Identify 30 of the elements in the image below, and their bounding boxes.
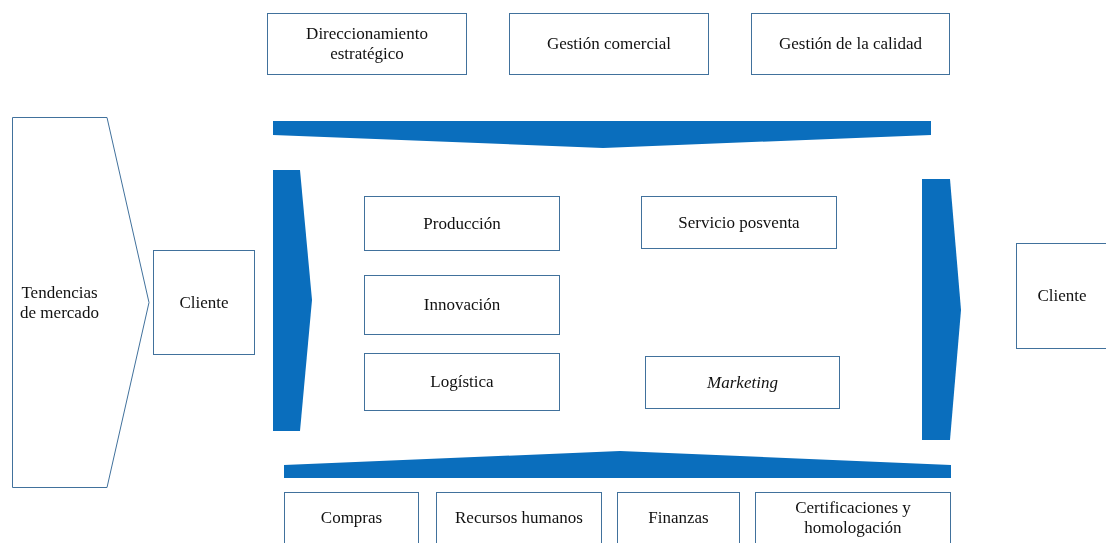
- pentagon-arrow-box: [12, 117, 150, 488]
- box-label: Compras: [319, 508, 384, 528]
- process-box: [641, 196, 837, 249]
- box-label: Certificaciones y homologación: [794, 498, 912, 538]
- process-box: [645, 356, 840, 409]
- process-box: [751, 13, 950, 75]
- box-label: Gestión comercial: [545, 34, 673, 54]
- box-label: Marketing: [706, 372, 779, 393]
- process-box: [153, 250, 255, 355]
- process-box: [364, 196, 560, 251]
- box-label: Tendencias de mercado: [19, 282, 100, 323]
- box-label: Innovación: [422, 295, 502, 315]
- process-box: [617, 492, 740, 543]
- process-box: [284, 492, 419, 543]
- process-box: [755, 492, 951, 543]
- process-box: [509, 13, 709, 75]
- box-label: Cliente: [178, 292, 230, 313]
- box-label: Producción: [422, 213, 502, 234]
- process-box: [1016, 243, 1106, 349]
- process-box: [436, 492, 602, 543]
- process-box: [364, 353, 560, 411]
- box-label: Logística: [429, 372, 495, 392]
- box-label: Servicio posventa: [677, 212, 801, 233]
- box-label: Recursos humanos: [454, 508, 584, 528]
- box-label: Cliente: [1036, 286, 1088, 306]
- process-box: [364, 275, 560, 335]
- box-label: Direccionamiento estratégico: [305, 24, 429, 64]
- box-label: Gestión de la calidad: [778, 34, 923, 54]
- process-box: [267, 13, 467, 75]
- box-label: Finanzas: [647, 508, 710, 528]
